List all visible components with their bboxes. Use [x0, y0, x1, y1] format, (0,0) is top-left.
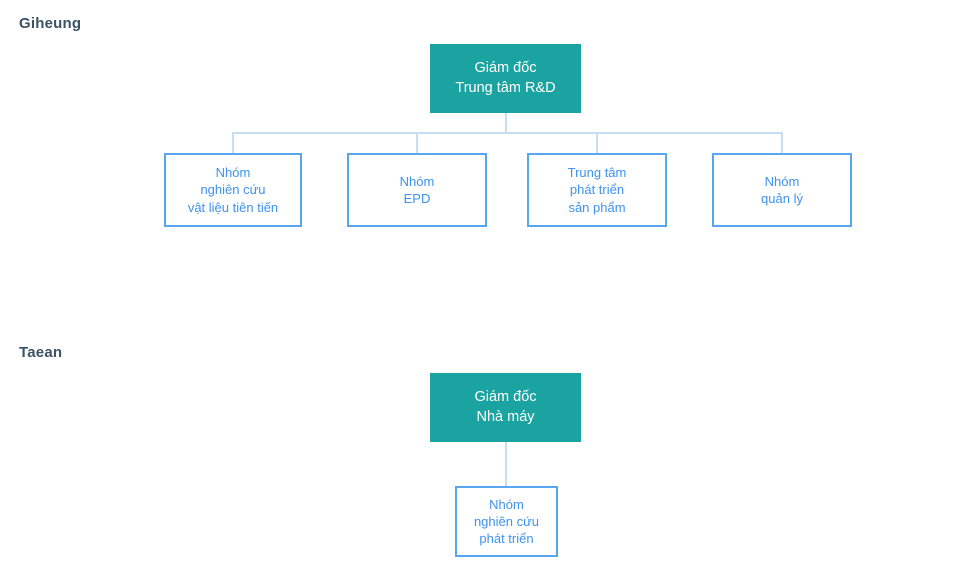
node-line: Nhóm	[764, 173, 800, 189]
connector-taean-trunk	[505, 442, 507, 486]
node-line: Nhóm	[489, 496, 524, 512]
node-line: phát triển	[479, 531, 534, 547]
node-taean-research-development-group[interactable]: Nhóm nghiên cứu phát triển	[455, 486, 558, 557]
node-line: sản phẩm	[568, 199, 626, 215]
connector-giheung-trunk	[505, 113, 507, 134]
node-line: Giám đốc	[474, 389, 537, 406]
node-giheung-epd-group[interactable]: Nhóm EPD	[347, 153, 487, 227]
node-line: Trung tâm R&D	[455, 79, 556, 96]
section-title-giheung: Giheung	[19, 15, 82, 32]
node-line: Nhóm	[399, 173, 435, 189]
node-giheung-advanced-materials-research-group[interactable]: Nhóm nghiên cứu vật liệu tiên tiến	[164, 153, 302, 227]
connector-giheung-drop-2	[416, 132, 418, 153]
node-taean-director[interactable]: Giám đốc Nhà máy	[430, 373, 581, 442]
node-line: quản lý	[761, 191, 803, 206]
node-line: nghiên cứu	[473, 513, 540, 529]
node-line: phát triển	[569, 182, 625, 198]
node-giheung-management-group[interactable]: Nhóm quản lý	[712, 153, 852, 227]
node-line: EPD	[403, 191, 431, 206]
connector-giheung-drop-4	[781, 132, 783, 153]
node-line: nghiên cứu	[200, 182, 266, 198]
connector-giheung-drop-1	[232, 132, 234, 153]
node-line: Nhà máy	[476, 408, 535, 425]
node-giheung-product-development-center[interactable]: Trung tâm phát triển sản phẩm	[527, 153, 667, 227]
node-line: Giám đốc	[474, 60, 537, 77]
node-giheung-director[interactable]: Giám đốc Trung tâm R&D	[430, 44, 581, 113]
connector-giheung-horizontal-bar	[232, 132, 783, 134]
node-line: Nhóm	[215, 165, 251, 181]
node-line: vật liệu tiên tiến	[187, 199, 279, 215]
section-title-taean: Taean	[19, 344, 63, 361]
connector-giheung-drop-3	[596, 132, 598, 153]
node-line: Trung tâm	[567, 165, 627, 181]
